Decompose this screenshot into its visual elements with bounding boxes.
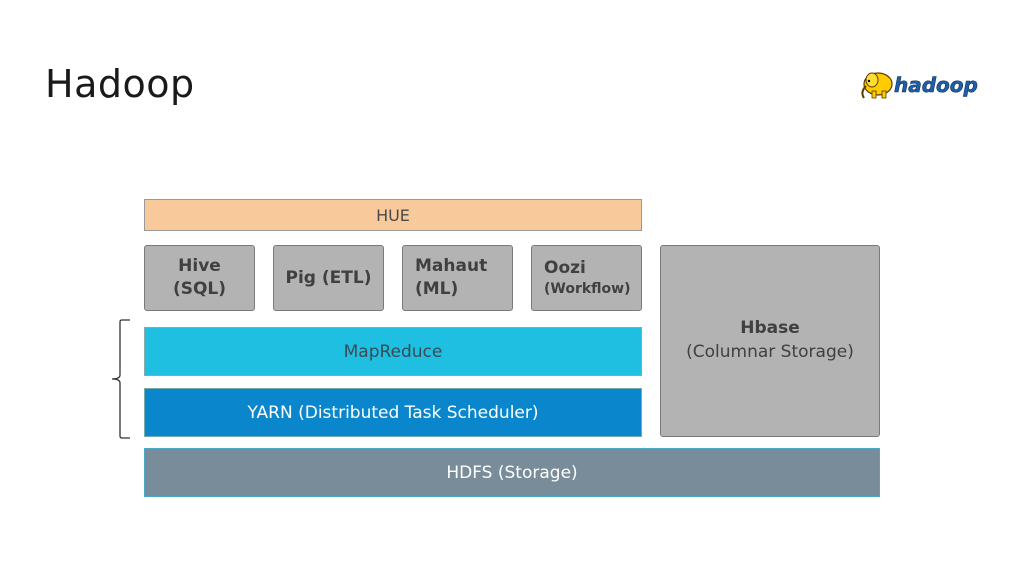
hdfs-label: HDFS (Storage) — [446, 462, 578, 483]
yarn-label: YARN (Distributed Task Scheduler) — [247, 402, 539, 423]
hbase-label: Hbase — [740, 318, 800, 339]
hbase-sublabel: (Columnar Storage) — [686, 342, 854, 362]
hadoop-logo-text: hadoop — [894, 73, 978, 97]
yarn-layer: YARN (Distributed Task Scheduler) — [144, 388, 642, 437]
page-title: Hadoop — [45, 62, 195, 106]
oozi-box: Oozi (Workflow) — [531, 245, 642, 311]
grouping-brace — [111, 319, 130, 439]
pig-label: Pig (ETL) — [285, 267, 372, 288]
mapreduce-label: MapReduce — [343, 341, 443, 362]
mahout-box: Mahaut (ML) — [402, 245, 513, 311]
hue-label: HUE — [376, 205, 410, 225]
elephant-icon — [861, 72, 893, 99]
hive-sublabel: (SQL) — [172, 279, 227, 299]
hadoop-logo: hadoop — [861, 72, 978, 99]
hive-box: Hive (SQL) — [144, 245, 255, 311]
hbase-box: Hbase (Columnar Storage) — [660, 245, 880, 437]
hive-label: Hive — [178, 256, 221, 277]
mahout-label: Mahaut — [415, 256, 488, 277]
oozi-sublabel: (Workflow) — [544, 281, 631, 298]
mahout-sublabel: (ML) — [415, 279, 459, 299]
hue-layer: HUE — [144, 199, 642, 231]
pig-box: Pig (ETL) — [273, 245, 384, 311]
mapreduce-layer: MapReduce — [144, 327, 642, 376]
oozi-label: Oozi — [544, 258, 586, 279]
hdfs-layer: HDFS (Storage) — [144, 448, 880, 497]
